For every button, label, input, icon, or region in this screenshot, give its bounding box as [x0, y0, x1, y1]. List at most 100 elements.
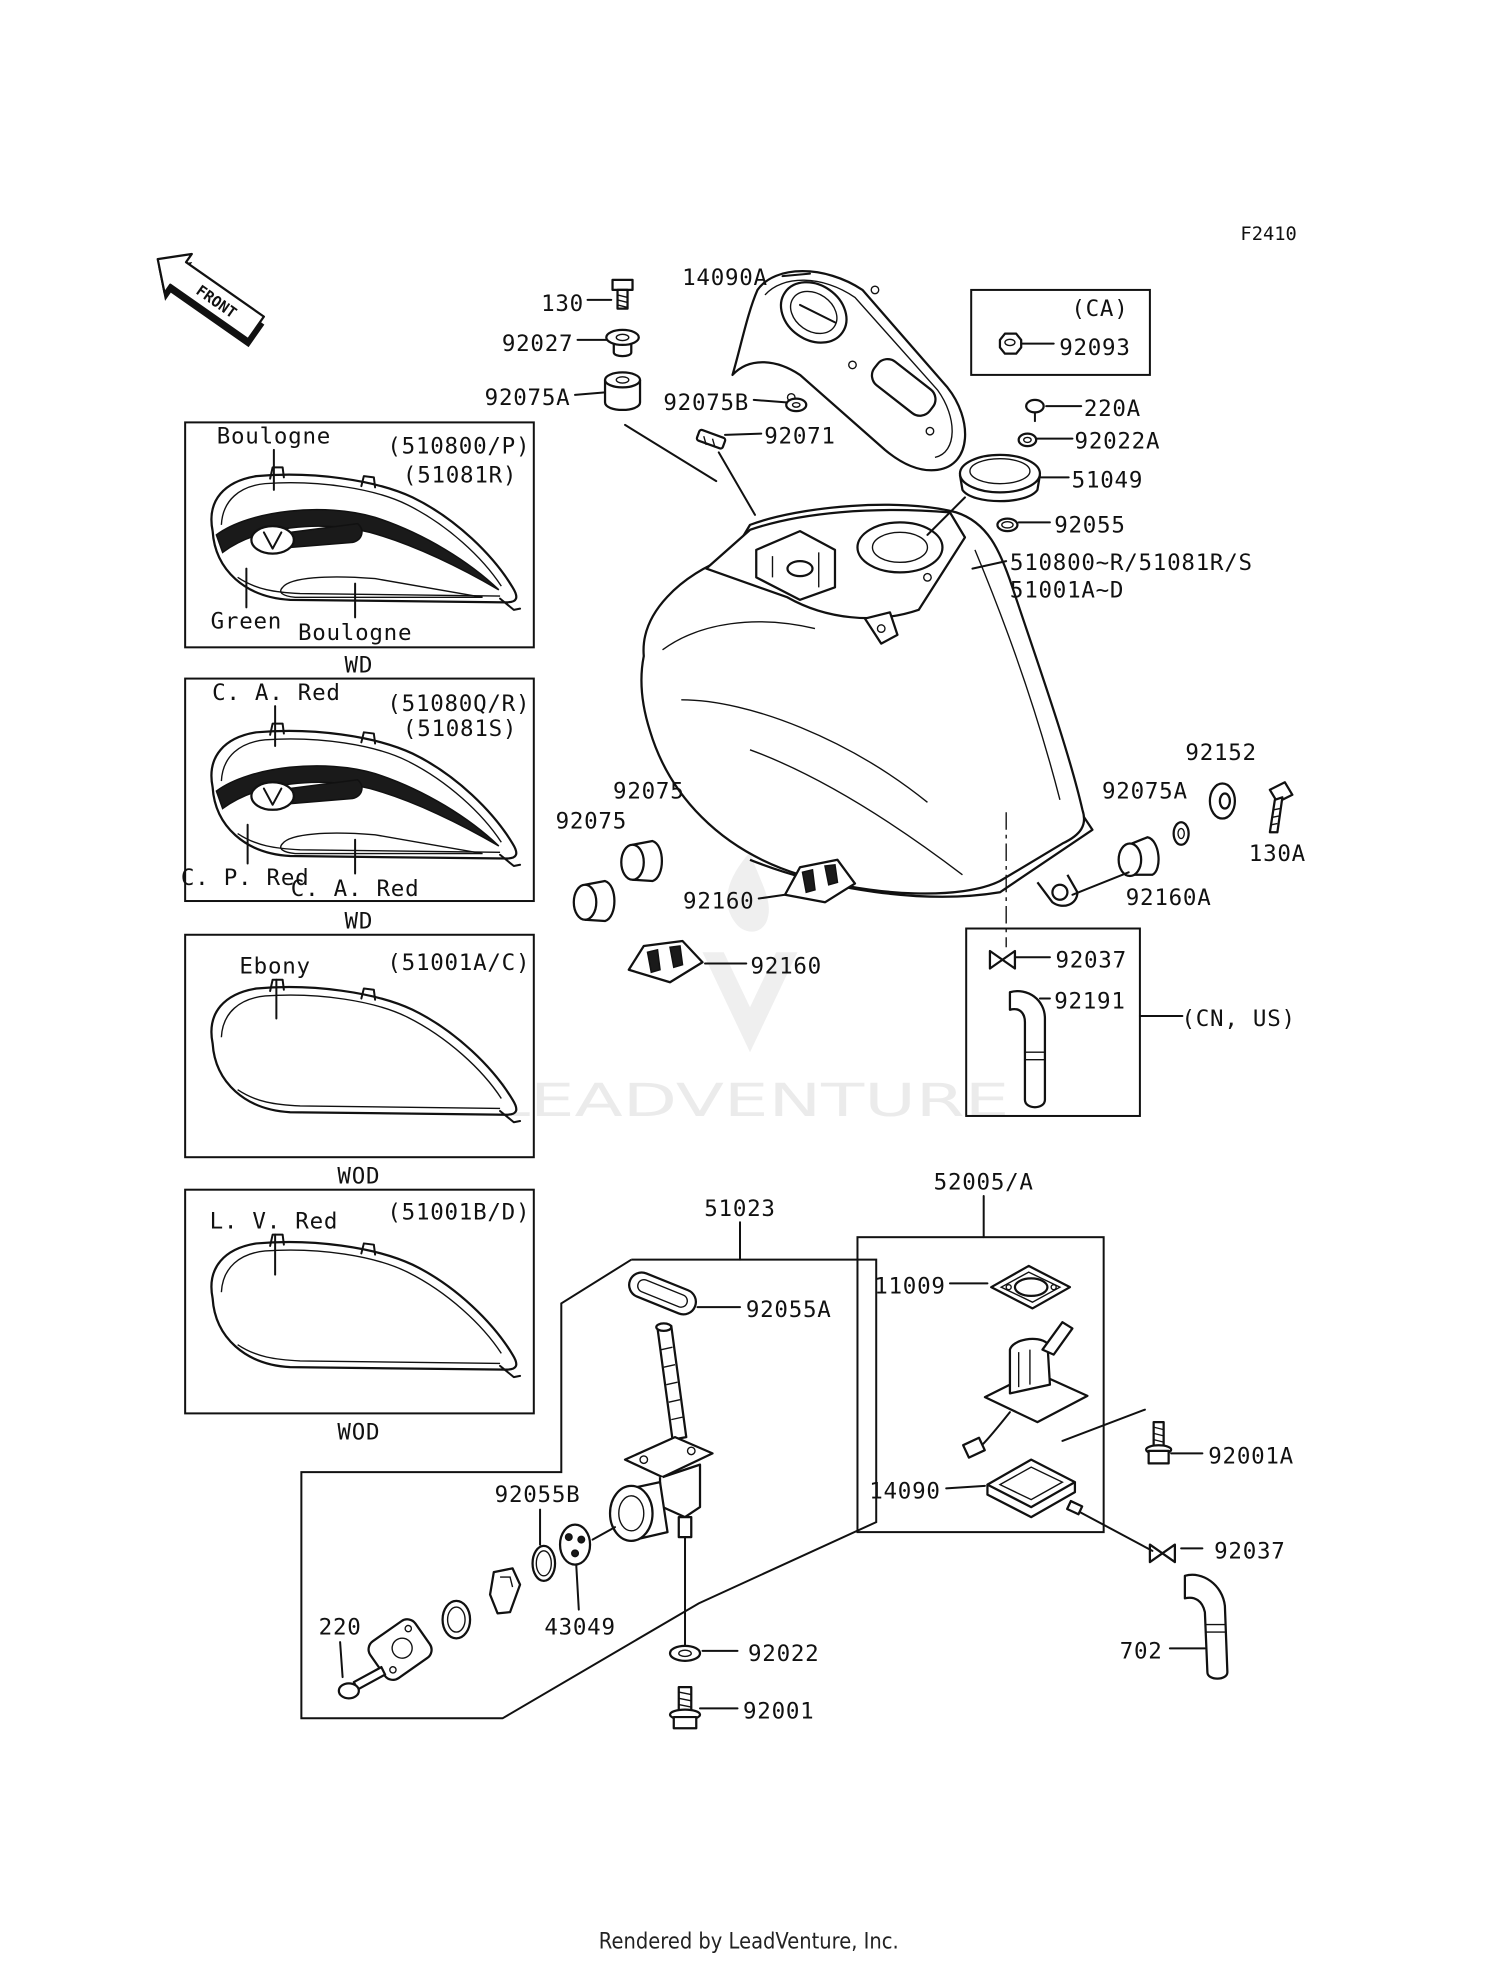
leader-line [1078, 1511, 1154, 1552]
callout-label: 14090 [869, 1478, 940, 1504]
callout-label: 130 [541, 291, 584, 317]
callout-label: 51049 [1072, 467, 1143, 493]
bolt-92001A [1145, 1421, 1173, 1465]
variant-top-label: C. A. Red [212, 680, 341, 706]
nut-92093 [998, 332, 1023, 355]
leader-line [945, 1484, 986, 1490]
pump-group-box [856, 1236, 1105, 1534]
fuel-cap-51049 [958, 453, 1042, 503]
callout-label: 11009 [874, 1273, 945, 1299]
color-variant-box-4 [184, 1188, 535, 1415]
hose-702 [1183, 1573, 1229, 1680]
callout-label: 220 [319, 1615, 362, 1641]
variant-caption: WOD [337, 1163, 380, 1189]
callout-label: 92191 [1054, 988, 1125, 1014]
callout-label: 92093 [1059, 335, 1130, 361]
callout-label: 130A [1249, 841, 1306, 867]
leader-line [574, 391, 607, 396]
ca-region-box [970, 288, 1151, 376]
callout-label: 702 [1120, 1638, 1163, 1664]
washer-92022A [1017, 432, 1038, 448]
color-variant-box-2 [184, 677, 535, 903]
o-ring-92055B [531, 1544, 557, 1582]
callout-label: 92001A [1208, 1443, 1294, 1469]
washer-92152 [1208, 782, 1237, 820]
ca-region-note: (CA) [1071, 296, 1128, 322]
leader-line [926, 496, 966, 536]
callout-label: 92160A [1126, 885, 1212, 911]
callout-label: 92071 [764, 424, 835, 450]
grommet-92075A-top [603, 371, 642, 412]
washer-92022 [668, 1644, 702, 1662]
variant-lower-right: C. A. Red [291, 876, 420, 902]
hose-92191 [1008, 990, 1047, 1109]
callout-label: 92075A [1102, 779, 1188, 805]
fuel-petcock-51023 [608, 1322, 714, 1542]
watermark-logo [702, 852, 798, 1053]
callout-label: 92055A [746, 1297, 832, 1323]
callout-label: 92055 [1054, 512, 1125, 538]
clip-92071 [695, 428, 727, 450]
leader-line [575, 1564, 580, 1611]
variant-model: (510800/P) [387, 434, 530, 460]
variant-top-label: Ebony [239, 954, 310, 980]
diagram-code: F2410 [1240, 224, 1296, 245]
callout-label: 92075 [556, 809, 627, 835]
callout-label: 43049 [544, 1615, 615, 1641]
cn-us-region-box [965, 927, 1141, 1117]
leader-line [752, 398, 788, 404]
bolt-92001 [668, 1685, 702, 1730]
callout-label: 52005/A [934, 1170, 1034, 1196]
variant-model: (51080Q/R) [387, 691, 530, 717]
variant-top-label: Boulogne [217, 424, 331, 450]
rubber-92160-upper [783, 858, 857, 904]
screw-220A [1025, 398, 1045, 423]
variant-model-alt: (51081S) [403, 716, 517, 742]
bolt-130 [611, 278, 634, 310]
variant-caption: WOD [337, 1420, 380, 1446]
callout-label: 51001A~D [1010, 577, 1124, 603]
variant-model: (51001B/D) [387, 1200, 530, 1226]
o-ring-92055 [996, 517, 1019, 533]
variant-caption: WD [345, 909, 374, 935]
variant-lower-left: C. P. Red [181, 865, 310, 891]
color-variant-box-3 [184, 933, 535, 1159]
washer-92075B [785, 397, 808, 413]
footer-credit: Rendered by LeadVenture, Inc. [599, 1928, 899, 1954]
leader-line [781, 272, 811, 278]
variant-lower-left: Green [211, 609, 282, 635]
watermark-text: LEADVENTURE [491, 1074, 1010, 1127]
gasket-11009 [990, 1264, 1072, 1310]
petcock-washer [441, 1599, 472, 1640]
leader-line [624, 423, 718, 483]
variant-top-label: L. V. Red [210, 1208, 339, 1234]
callout-label: 92075A [485, 385, 571, 411]
leader-line [339, 1641, 344, 1679]
cn-us-region-note: (CN, US) [1181, 1006, 1295, 1032]
clip-92037-lower [1148, 1543, 1177, 1564]
callout-label: 220A [1084, 396, 1141, 422]
collar-92027 [605, 328, 640, 358]
callout-label: 92022A [1075, 429, 1161, 455]
clip-92037-upper [988, 949, 1017, 970]
bolt-130A [1268, 781, 1294, 834]
grommet-92075A-right [1117, 836, 1160, 878]
gasket-92055A [628, 1271, 698, 1316]
callout-label: 92152 [1185, 740, 1256, 766]
variant-model: (51001A/C) [387, 950, 530, 976]
callout-label: 92160 [683, 889, 754, 915]
callout-label: 92027 [502, 331, 573, 357]
petcock-group-outline [300, 1258, 878, 1720]
callout-label: 92160 [751, 954, 822, 980]
callout-label: 510800~R/51081R/S [1010, 550, 1253, 576]
rubber-92160-lower [627, 939, 704, 984]
tank-cover-14090A [731, 270, 967, 472]
callout-label: 92075B [663, 390, 749, 416]
callout-label: 92037 [1055, 947, 1126, 973]
color-variant-labels: Boulogne (510800/P) (51081R) Green Boulo… [181, 424, 530, 1446]
grommet-92075-upper [620, 839, 664, 883]
callout-label: 92022 [748, 1641, 819, 1667]
petcock-lever [488, 1567, 522, 1615]
variant-lower-right: Boulogne [298, 620, 412, 646]
